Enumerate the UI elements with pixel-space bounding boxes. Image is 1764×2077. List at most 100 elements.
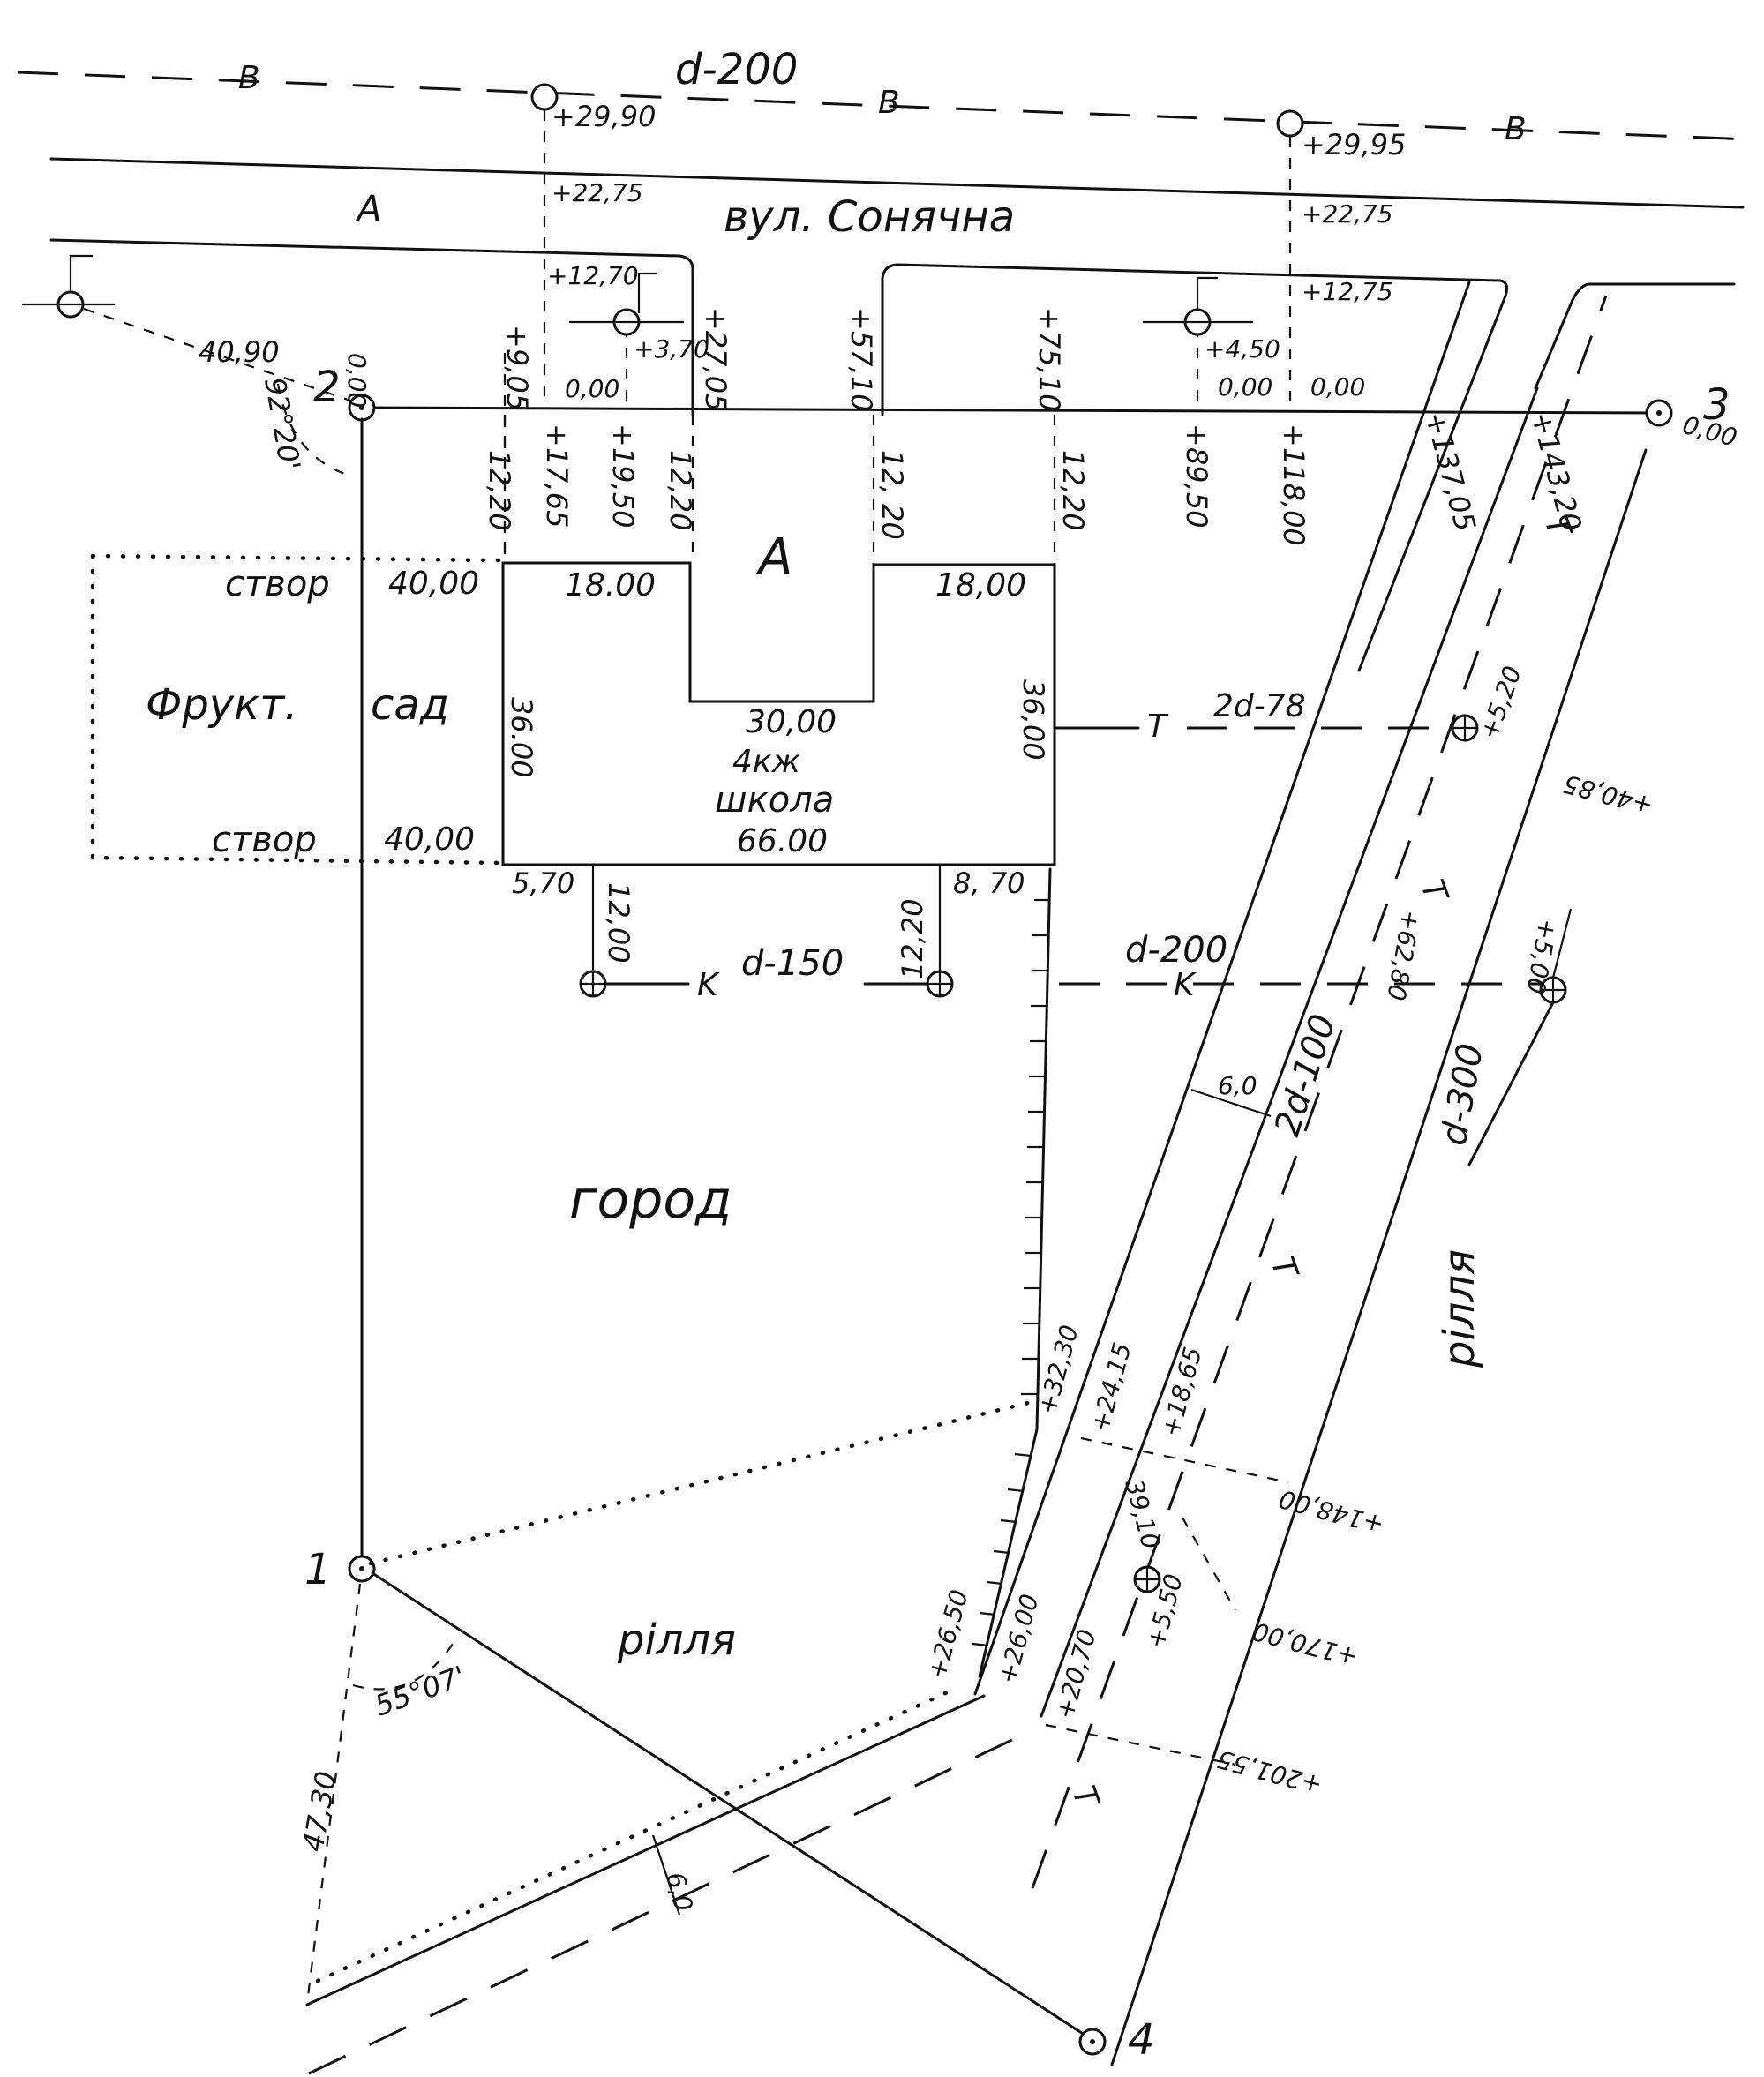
offset-5-20: +5,20 (1475, 662, 1528, 743)
water-hydrant-1 (530, 83, 559, 111)
heat-line-2d78: T 2d-78 +5,20 +40,85 (1053, 662, 1656, 821)
ch-19-50: +19,50 (606, 424, 640, 528)
street: вул. Сонячна А +22,75 +22,75 +12,70 +12,… (49, 157, 1745, 672)
water-main-code-1: B (238, 60, 260, 96)
kerb-1-chainage: +12,70 (547, 261, 639, 290)
sewer-d300: d-300 (1434, 1040, 1491, 1148)
setback-4: 12,20 (1056, 450, 1090, 531)
sewer-line: K d-150 K d-200 5,70 12,00 12,20 8, 70 +… (512, 865, 1573, 1166)
k1-left: 5,70 (512, 866, 574, 900)
ch-57-10: +57,10 (844, 307, 878, 411)
inner-width: 30,00 (746, 704, 837, 740)
water-main-diameter: d-200 (675, 45, 798, 94)
heat-code-2: T (1414, 875, 1455, 909)
street-class-a: А (355, 189, 381, 229)
hydrants-small: +3,70 +4,50 40,90 (22, 254, 1280, 403)
orchard-area: створ 40,00 створ 40,00 Фрукт. сад (90, 553, 506, 866)
baseline-1-4: 47,30 (296, 1769, 342, 1855)
garden-fence (972, 867, 1052, 1678)
station-3-label: 3 (1703, 380, 1730, 430)
water-main-code-3: B (1505, 111, 1527, 147)
heat-code-3: T (1537, 511, 1579, 544)
depth-left: 36.00 (505, 697, 538, 778)
street-edge-2-chainage: +22,75 (1302, 199, 1393, 229)
lower-offsets: +32,30 +24,15 +18,65 +148,00 39,10 +5,50… (922, 1322, 1387, 1800)
hydrant-2-chainage: +29,95 (1302, 128, 1406, 161)
offset-lines-top: 0,00 0,00 0,00 (503, 110, 1365, 565)
station-3-zero: 0,00 (1679, 410, 1740, 453)
offset-26-50: +26,50 (922, 1586, 974, 1683)
ch-75-10: +75,10 (1032, 307, 1066, 411)
alignment-label-1: створ (225, 564, 330, 604)
ch-9-05: +9,05 (500, 325, 534, 411)
heat-code-4: T (1264, 1252, 1305, 1286)
school-building: 12,20 12,20 12, 20 12,20 18.00 18,00 А 3… (483, 415, 1090, 866)
offset-201-55: +201,55 (1214, 1744, 1325, 1800)
water-hydrant-2 (1276, 109, 1304, 138)
alignment-value-2: 40,00 (384, 821, 475, 858)
setback-2: 12,20 (664, 450, 697, 531)
road-width-6-lower: 6,0 (660, 1869, 698, 1915)
zero-mark-a: 0,00 (565, 374, 619, 403)
garden-label: город (569, 1169, 732, 1231)
hydrant-1-chainage: +29,90 (552, 100, 656, 133)
building-length: 66.00 (737, 823, 828, 859)
orchard-label-2: сад (371, 680, 449, 730)
ch-137-05: +137,05 (1418, 408, 1483, 535)
road-width-6: 6,0 (1218, 1071, 1257, 1100)
water-main-b: B B B d-200 +29,90 +29,95 (17, 45, 1753, 161)
heat-code-1: T (1147, 709, 1169, 745)
station-4-label: 4 (1128, 2015, 1155, 2065)
k2-right: 8, 70 (953, 866, 1025, 900)
offset-148: +148,00 (1276, 1484, 1387, 1540)
k2-depth: 12,20 (896, 898, 929, 979)
building-class-a: А (756, 529, 792, 586)
offset-26-00: +26,00 (993, 1591, 1045, 1687)
hydrant-distance: 40,90 (199, 335, 280, 369)
sewer-code-2: K (1174, 967, 1197, 1003)
lower-road: 6,0 (305, 1687, 1035, 2075)
offset-39-10: 39,10 (1119, 1476, 1166, 1552)
angle-station-1: 55°07' (371, 1659, 470, 1722)
heat-2d78: 2d-78 (1213, 688, 1306, 724)
sewer-d150: d-150 (741, 943, 844, 984)
ch-27-05: +27,05 (699, 307, 732, 411)
k1-depth: 12,00 (602, 882, 635, 964)
offset-170: +170,00 (1250, 1616, 1361, 1672)
kerb-2-chainage: +12,75 (1302, 277, 1393, 306)
street-edge-1-chainage: +22,75 (552, 178, 643, 207)
wing-left: 18.00 (565, 567, 656, 604)
orchard-label-1: Фрукт. (146, 680, 297, 730)
field-label-left: рілля (617, 1616, 736, 1665)
field-label-right: рілля (1435, 1249, 1484, 1368)
station-2-label: 2 (313, 363, 341, 412)
wing-right: 18,00 (935, 567, 1026, 604)
building-material: 4кж (732, 744, 801, 780)
street-name: вул. Сонячна (724, 192, 1015, 242)
angle-station-2: 92°20' (258, 375, 307, 473)
water-main-code-2: B (878, 85, 900, 121)
alignment-value-1: 40,00 (388, 566, 479, 602)
station-1-label: 1 (304, 1545, 332, 1594)
offset-40-85: +40,85 (1560, 769, 1656, 821)
baseline-2-3: 2 0,00 3 0,00 +9,05 +17,65 +19,50 +27,05… (258, 307, 1740, 546)
heat-2d100: 2d-100 (1267, 1009, 1345, 1141)
stations-lower: 1 55°07' 47,30 4 (296, 1400, 1155, 2065)
offset-62-80: +62,80 (1381, 908, 1425, 1003)
setback-1: 12,20 (483, 450, 516, 531)
building-label: школа (715, 780, 834, 821)
hydrant-right-offset: +4,50 (1205, 334, 1280, 364)
ch-89-50: +89,50 (1180, 424, 1213, 528)
station-2-zero: 0,00 (342, 353, 372, 408)
zero-mark-c: 0,00 (1310, 372, 1365, 401)
ch-17-65: +17,65 (540, 424, 574, 528)
zero-mark-b: 0,00 (1218, 372, 1272, 401)
depth-right: 36,00 (1017, 679, 1050, 761)
hydrant-mid-offset: +3,70 (634, 334, 709, 364)
heat-code-5: T (1065, 1781, 1107, 1815)
sewer-d200: d-200 (1125, 930, 1227, 971)
alignment-label-2: створ (212, 820, 317, 860)
setback-3: 12, 20 (875, 450, 909, 540)
sewer-code-1: K (697, 967, 720, 1003)
